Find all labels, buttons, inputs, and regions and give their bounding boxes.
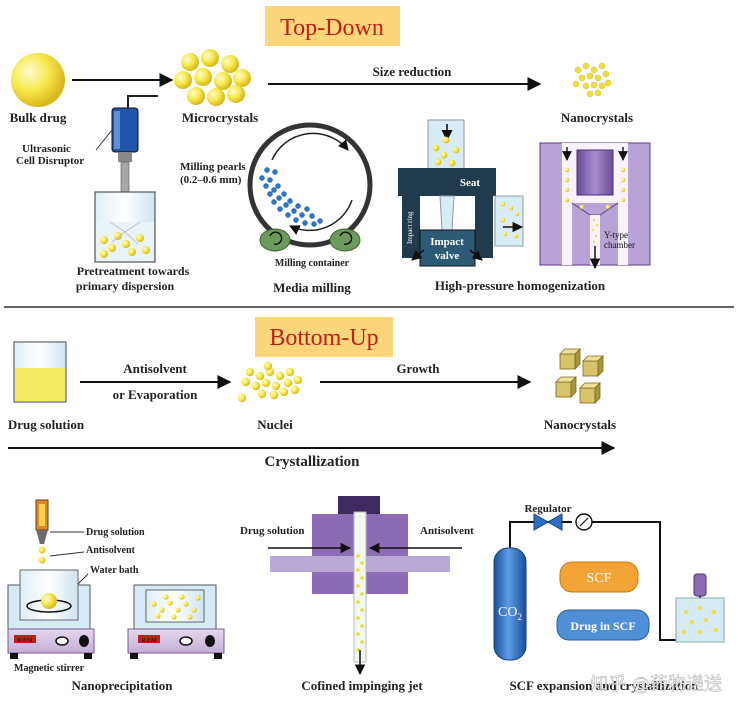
size-reduction-label: Size reduction (373, 64, 453, 79)
media-milling-label: Media milling (273, 280, 351, 295)
milling-container-label: Milling container (275, 258, 350, 269)
np-water-bath-leader (77, 573, 89, 585)
or-evaporation-label: or Evaporation (113, 387, 198, 402)
drug-solution-label: Drug solution (8, 417, 85, 432)
top-down-banner (265, 6, 400, 46)
drug-solution-beaker (13, 341, 67, 403)
impact-ring-label: Impact ring (406, 211, 414, 244)
co2-label: CO2 (498, 605, 522, 622)
pretreatment-label-1: Pretreatment towards (77, 264, 190, 278)
scf-label: SCF (587, 571, 612, 586)
y-type-label-2: chamber (604, 240, 635, 250)
nanocrystals-dots (572, 62, 612, 98)
piston-gap-homogenizer: Seat Impact valve Impact ring (398, 119, 524, 267)
bulk-drug-label: Bulk drug (10, 110, 67, 125)
impact-valve-label-2: valve (435, 250, 460, 262)
y-type-chamber-homogenizer: Y-type chamber (539, 142, 651, 270)
bottom-up-title: Bottom-Up (269, 325, 378, 351)
rpm-label-1: R.P.M (17, 638, 33, 644)
drug-in-scf-label: Drug in SCF (570, 619, 635, 633)
nanoprecipitation-setup: R.P.M (7, 499, 95, 659)
antisolvent-label: Antisolvent (123, 361, 187, 376)
hph-label: High-pressure homogenization (435, 278, 606, 293)
microcrystals-cluster (174, 49, 251, 106)
ultrasonic-label-1: Ultrasonic (22, 143, 71, 155)
nuclei-cluster (237, 361, 303, 403)
top-nanocrystals-label: Nanocrystals (561, 110, 633, 125)
top-down-section: Top-Down Bulk drug Microcrystals Size re… (10, 6, 651, 295)
np-drug-solution-label: Drug solution (86, 527, 145, 538)
water-bath-label: Water bath (90, 565, 139, 576)
scf-setup: SCF Drug in SCF (493, 513, 725, 661)
nanocrystal-cubes (555, 348, 604, 404)
np-antisolvent-leader (49, 551, 85, 557)
ultrasonic-label-2: Cell Disruptor (16, 155, 84, 167)
media-mill (247, 122, 373, 252)
milling-pearls-label: Milling pearls (180, 161, 246, 173)
regulator-label: Regulator (524, 503, 571, 515)
watermark: 知乎 @药物递送 (590, 674, 722, 695)
confined-jet-label: Cofined impinging jet (301, 678, 423, 693)
nanoprecipitation-result: R.P.M (127, 584, 225, 659)
top-down-title: Top-Down (280, 15, 384, 41)
y-type-label-1: Y-type (604, 230, 628, 240)
scf-expansion-label: SCF expansion and crystallization (509, 678, 699, 693)
bulk-drug-sphere (11, 53, 65, 107)
magnetic-stirrer-label: Magnetic stirrer (14, 663, 85, 674)
ultrasonic-leader (95, 129, 113, 151)
milling-pearls-size: (0.2–0.6 mm) (180, 174, 242, 186)
jet-drug-solution-label: Drug solution (240, 525, 305, 537)
bottom-up-banner (255, 317, 393, 357)
crystallization-label: Crystallization (265, 454, 361, 470)
nanoprecipitation-label: Nanoprecipitation (72, 678, 174, 693)
growth-label: Growth (396, 361, 440, 376)
np-antisolvent-label: Antisolvent (86, 545, 136, 556)
jet-antisolvent-label: Antisolvent (420, 525, 474, 537)
impact-valve-label-1: Impact (430, 236, 464, 248)
impinging-jet-mixer (268, 496, 462, 676)
nuclei-label: Nuclei (257, 417, 293, 432)
seat-label: Seat (460, 177, 481, 189)
rpm-label-2: R.P.M (141, 638, 157, 644)
ultrasonic-cell-disruptor (94, 95, 158, 263)
bottom-up-section: Bottom-Up Drug solution Antisolvent or E… (7, 317, 725, 693)
bottom-nanocrystals-label: Nanocrystals (544, 417, 616, 432)
pretreatment-label-2: primary dispersion (76, 279, 175, 293)
microcrystals-label: Microcrystals (182, 110, 258, 125)
